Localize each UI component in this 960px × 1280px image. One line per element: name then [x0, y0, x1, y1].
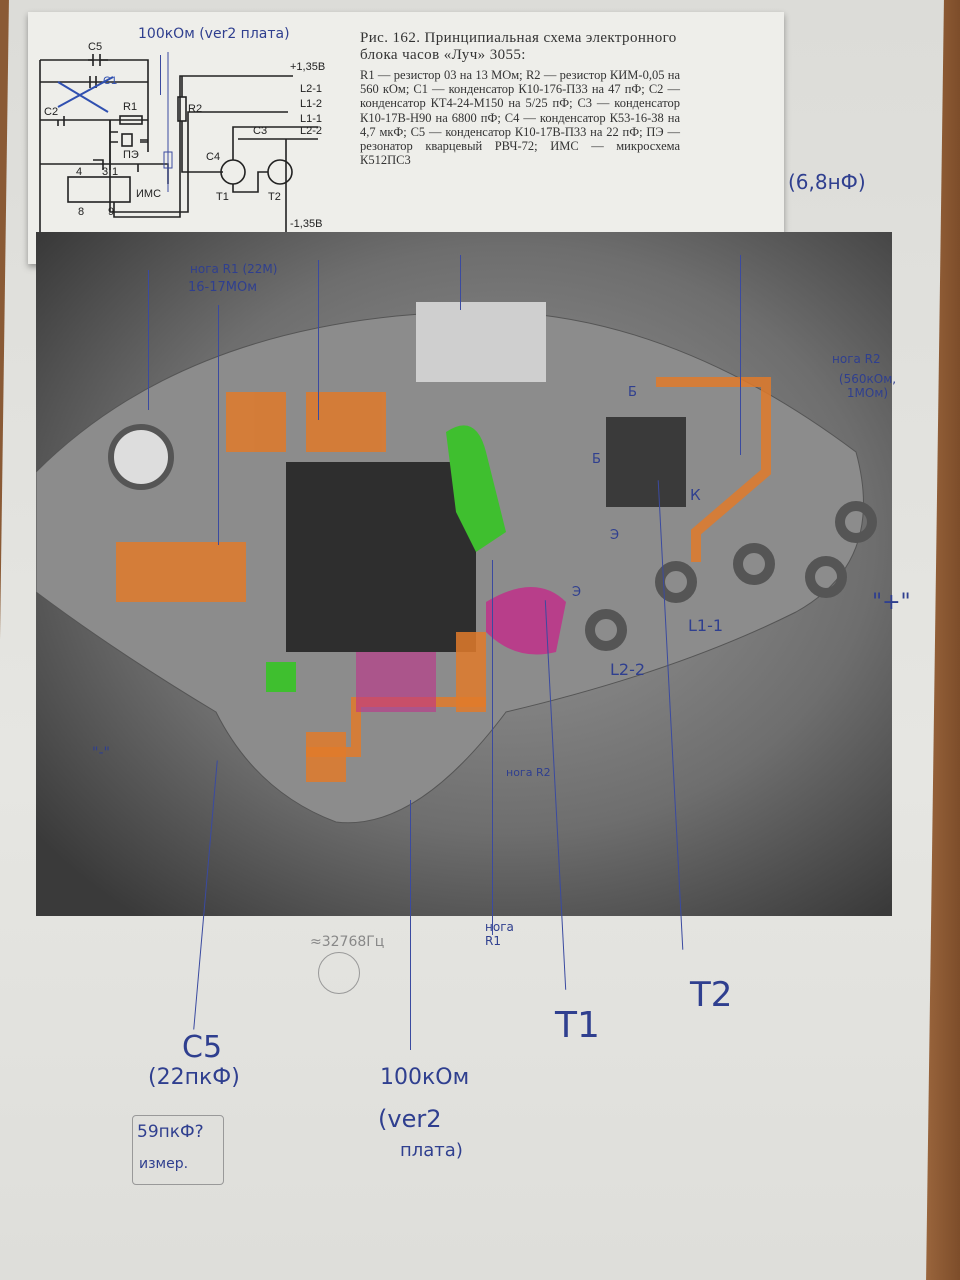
- pin-label-e1: Э: [610, 528, 620, 543]
- label-vminus: -1,35В: [290, 218, 322, 230]
- annotation-r2-values: (560кОм, 1МОм): [838, 372, 897, 400]
- label-r2: R2: [188, 103, 202, 115]
- caption-title: Рис. 162. Принципиальная схема электронн…: [360, 30, 677, 63]
- label-ims: ИМС: [136, 188, 161, 200]
- transistor-package: [606, 417, 686, 507]
- label-l12: L1-2: [300, 98, 322, 110]
- annotation-l22: L2-2: [610, 660, 646, 679]
- label-pin8: 8: [78, 206, 84, 218]
- label-c3: C3: [253, 125, 267, 137]
- annotation-r2-leg-bottom: нога R2: [506, 766, 551, 779]
- ims-chip-photo: [286, 462, 476, 652]
- annotation-minus: "-": [92, 745, 110, 761]
- pin-label-b2: Б: [592, 452, 601, 467]
- label-c4: C4: [206, 151, 220, 163]
- measured-note-box: 59пкФ? измер.: [132, 1115, 224, 1185]
- annotation-top-resistor: 100кОм (ver2 плата): [138, 26, 290, 42]
- label-vplus: +1,35В: [290, 61, 325, 73]
- annotation-c5: C5: [182, 1030, 223, 1065]
- label-l11: L1-1: [300, 113, 322, 125]
- annotation-t1: T1: [555, 1005, 600, 1046]
- label-pin1: 1: [112, 166, 118, 178]
- crossed-out-c1: [57, 76, 114, 113]
- t2-transistor: [267, 159, 293, 185]
- annotation-r1-range: 16-17МОм: [188, 280, 258, 295]
- annotation-crystal-freq: ≈32768Гц: [310, 934, 385, 950]
- annotation-measured-value: 59пкФ?: [137, 1122, 204, 1142]
- caption-body: R1 — резистор 03 на 13 МОм; R2 — резисто…: [360, 68, 680, 168]
- annotation-ver2: (ver2: [378, 1105, 442, 1133]
- label-t1: T1: [216, 191, 229, 203]
- board-photo: [36, 232, 892, 916]
- label-l21: L2-1: [300, 83, 322, 95]
- figure-caption: Рис. 162. Принципиальная схема электронн…: [360, 30, 680, 167]
- pin-label-b1: Б: [628, 385, 637, 400]
- label-pe: ПЭ: [123, 149, 139, 161]
- ims-chip: [67, 176, 131, 203]
- label-c5: C5: [88, 41, 102, 53]
- annotation-c3-value: (6,8нФ): [788, 170, 866, 194]
- crystal-resonator: [416, 302, 546, 382]
- pin-label-k: К: [690, 486, 701, 504]
- label-c2: C2: [44, 106, 58, 118]
- annotation-measured-note: измер.: [139, 1156, 189, 1172]
- annotation-r2-leg: нога R2: [832, 352, 881, 366]
- annotation-resistor-bottom: 100кОм: [380, 1065, 470, 1090]
- annotation-l11: L1-1: [688, 616, 724, 635]
- label-pin4: 4: [76, 166, 82, 178]
- label-r1: R1: [123, 101, 137, 113]
- annotation-c5-value: (22пкФ): [148, 1065, 240, 1090]
- label-c1: C1: [103, 75, 117, 87]
- annotation-plus: "+": [872, 590, 911, 615]
- green-highlight: [446, 425, 506, 552]
- printed-schematic-clipping: C5 C1 C2 R1 ПЭ R2 ИМС 4 3 1 8 9 C3 C4 T1…: [28, 12, 784, 264]
- label-t2: T2: [268, 191, 281, 203]
- annotation-t2: T2: [690, 975, 733, 1015]
- label-pin3: 3: [102, 166, 108, 178]
- crystal-symbol-icon: [318, 952, 360, 994]
- pin-label-e2: Э: [572, 585, 582, 600]
- board-drawing: [36, 302, 877, 824]
- label-pin9: 9: [108, 206, 114, 218]
- t1-transistor: [220, 159, 246, 185]
- annotation-r1-leg-top: нога R1 (22М): [190, 262, 278, 276]
- label-l22: L2-2: [300, 125, 322, 137]
- circuit-schematic: C5 C1 C2 R1 ПЭ R2 ИМС 4 3 1 8 9 C3 C4 T1…: [39, 41, 328, 238]
- annotation-r1-leg-bottom: нога R1: [485, 920, 514, 948]
- annotation-board: плата): [400, 1140, 463, 1161]
